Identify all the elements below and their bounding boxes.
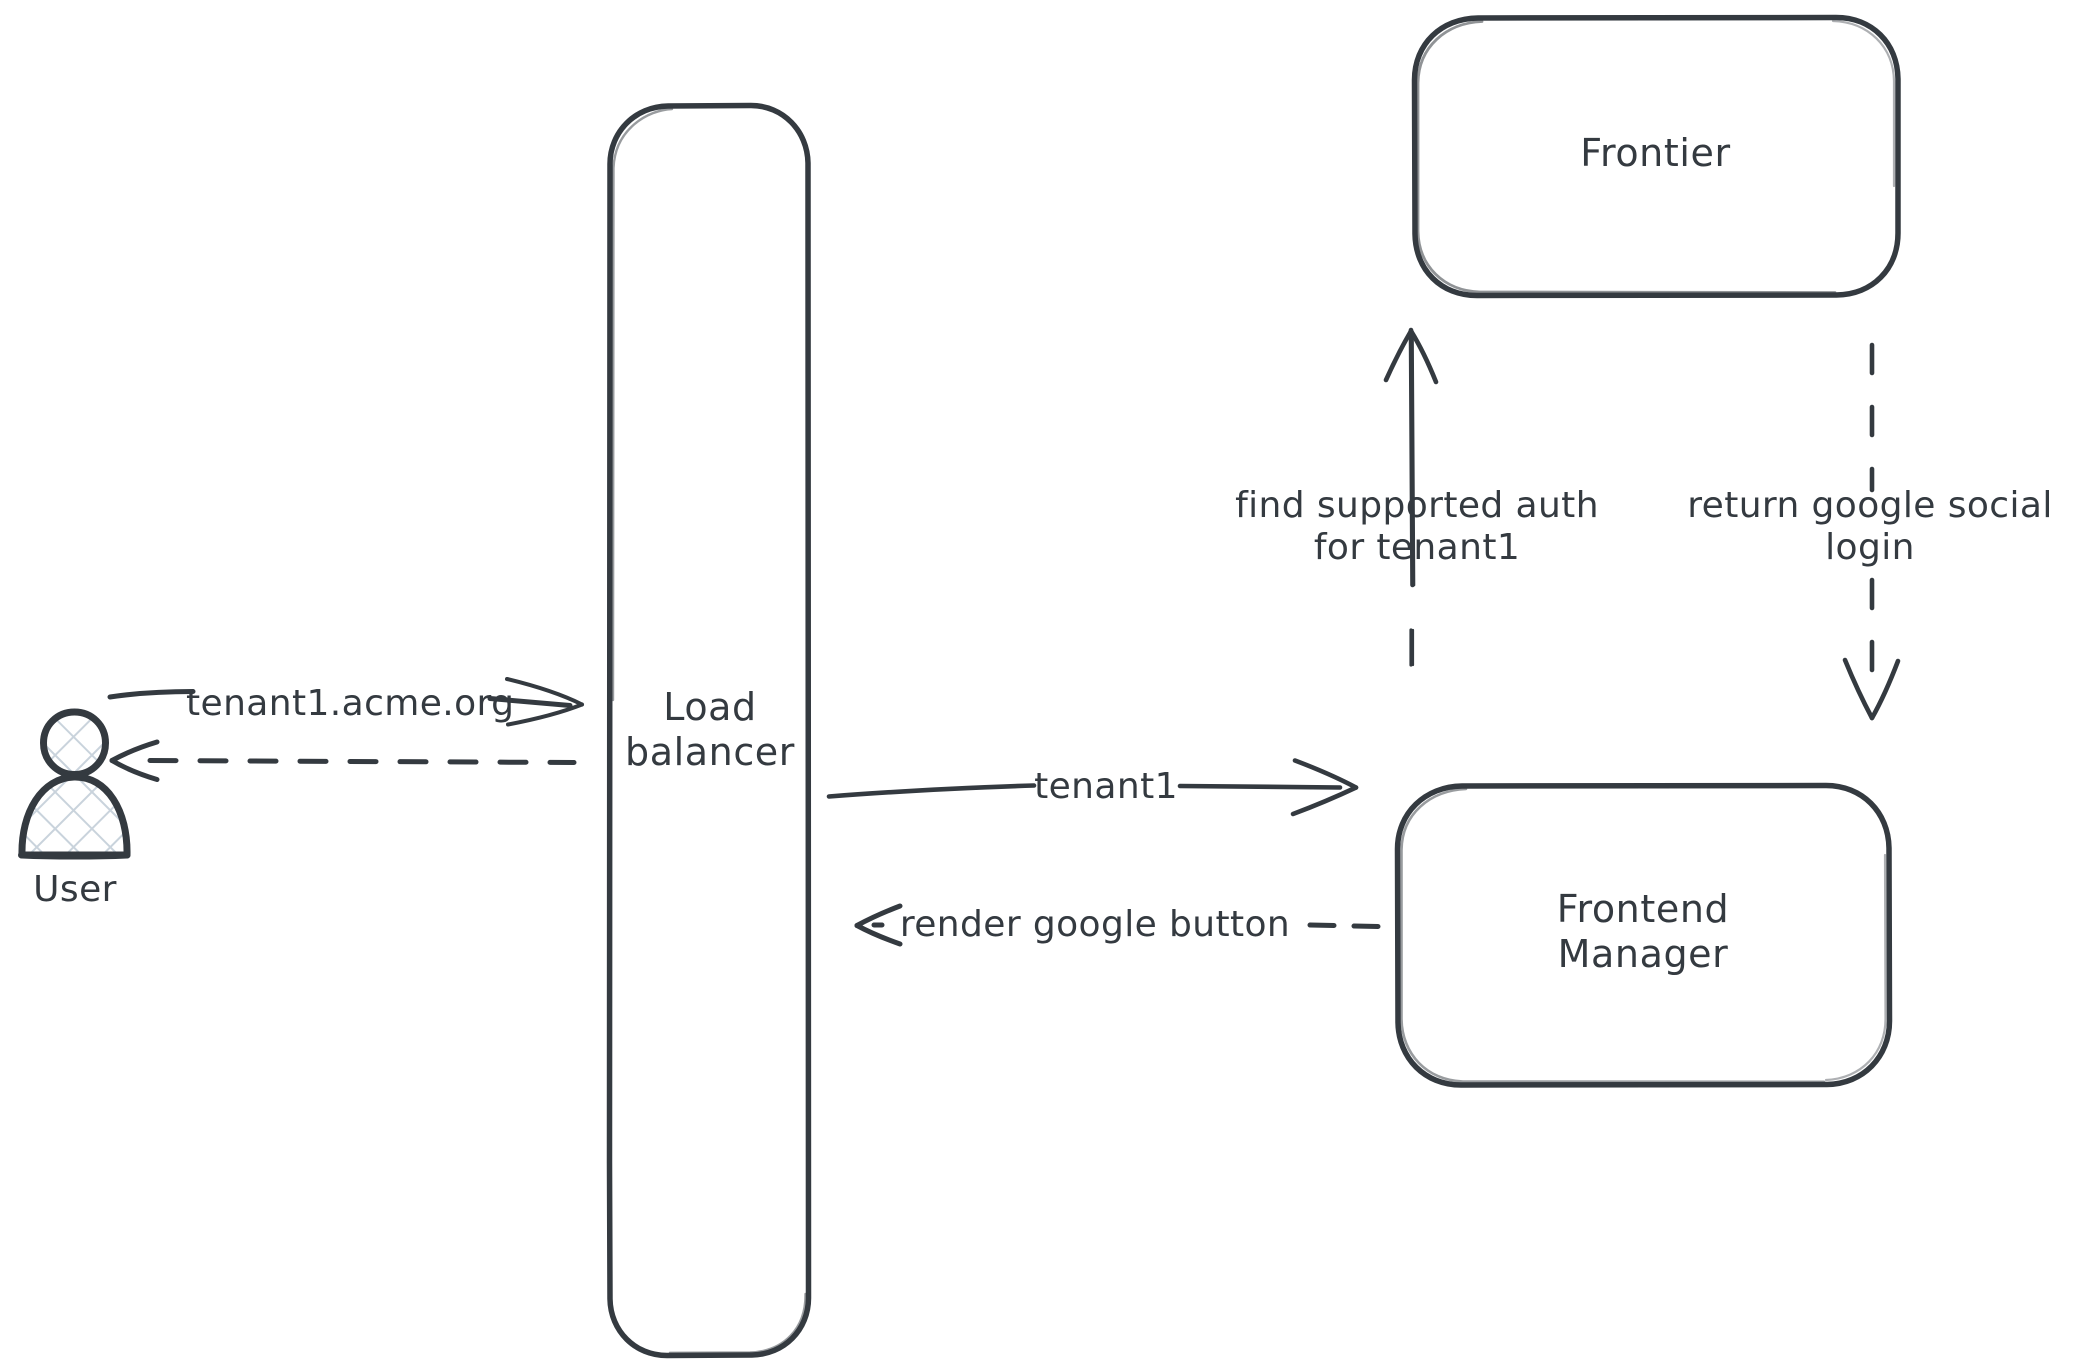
edge-frontend-manager-to-frontier: [1383, 327, 1439, 667]
edge-load-balancer-to-frontend-manager: [826, 758, 1359, 817]
edge-frontend-manager-to-load-balancer: [854, 903, 1381, 947]
edge-load-balancer-to-user: [109, 739, 577, 782]
load-balancer-node[interactable]: [606, 102, 812, 1359]
edge-user-to-load-balancer: [107, 677, 584, 727]
node-frontier[interactable]: [1413, 17, 1898, 295]
user-actor-icon: [18, 708, 131, 860]
frontend-manager-node[interactable]: [1394, 782, 1893, 1088]
edge-frontier-to-frontend-manager: [1842, 342, 1901, 721]
frontier-node[interactable]: [1411, 14, 1901, 299]
node-frontend-manager[interactable]: [1395, 785, 1890, 1085]
node-load-balancer[interactable]: [610, 105, 808, 1355]
node-user[interactable]: [20, 705, 125, 890]
